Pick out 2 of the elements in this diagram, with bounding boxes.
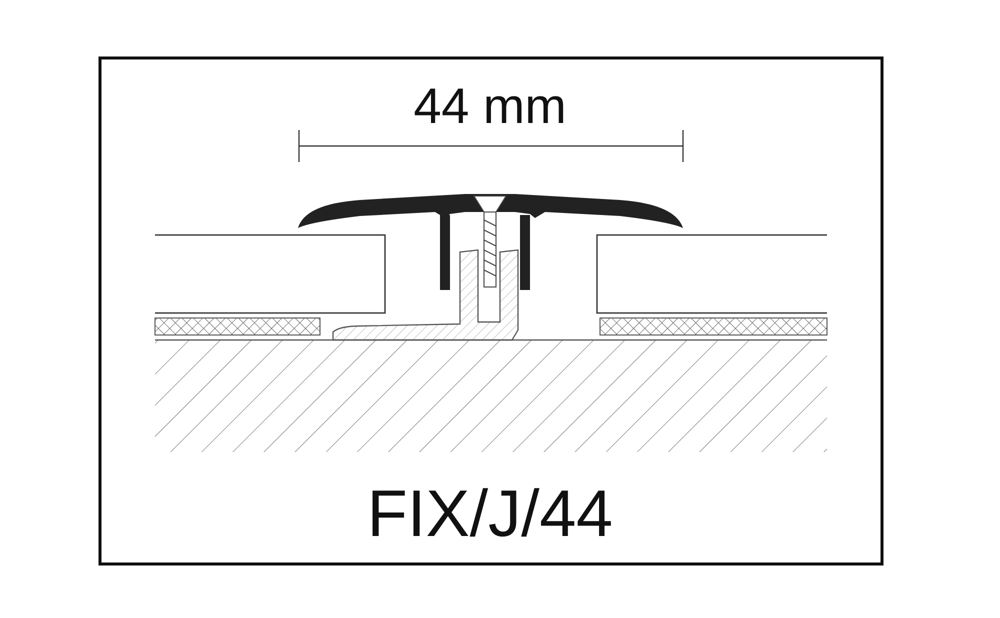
dimension-label: 44 mm [412,78,568,134]
profile-code-title: FIX/J/44 [366,476,614,550]
